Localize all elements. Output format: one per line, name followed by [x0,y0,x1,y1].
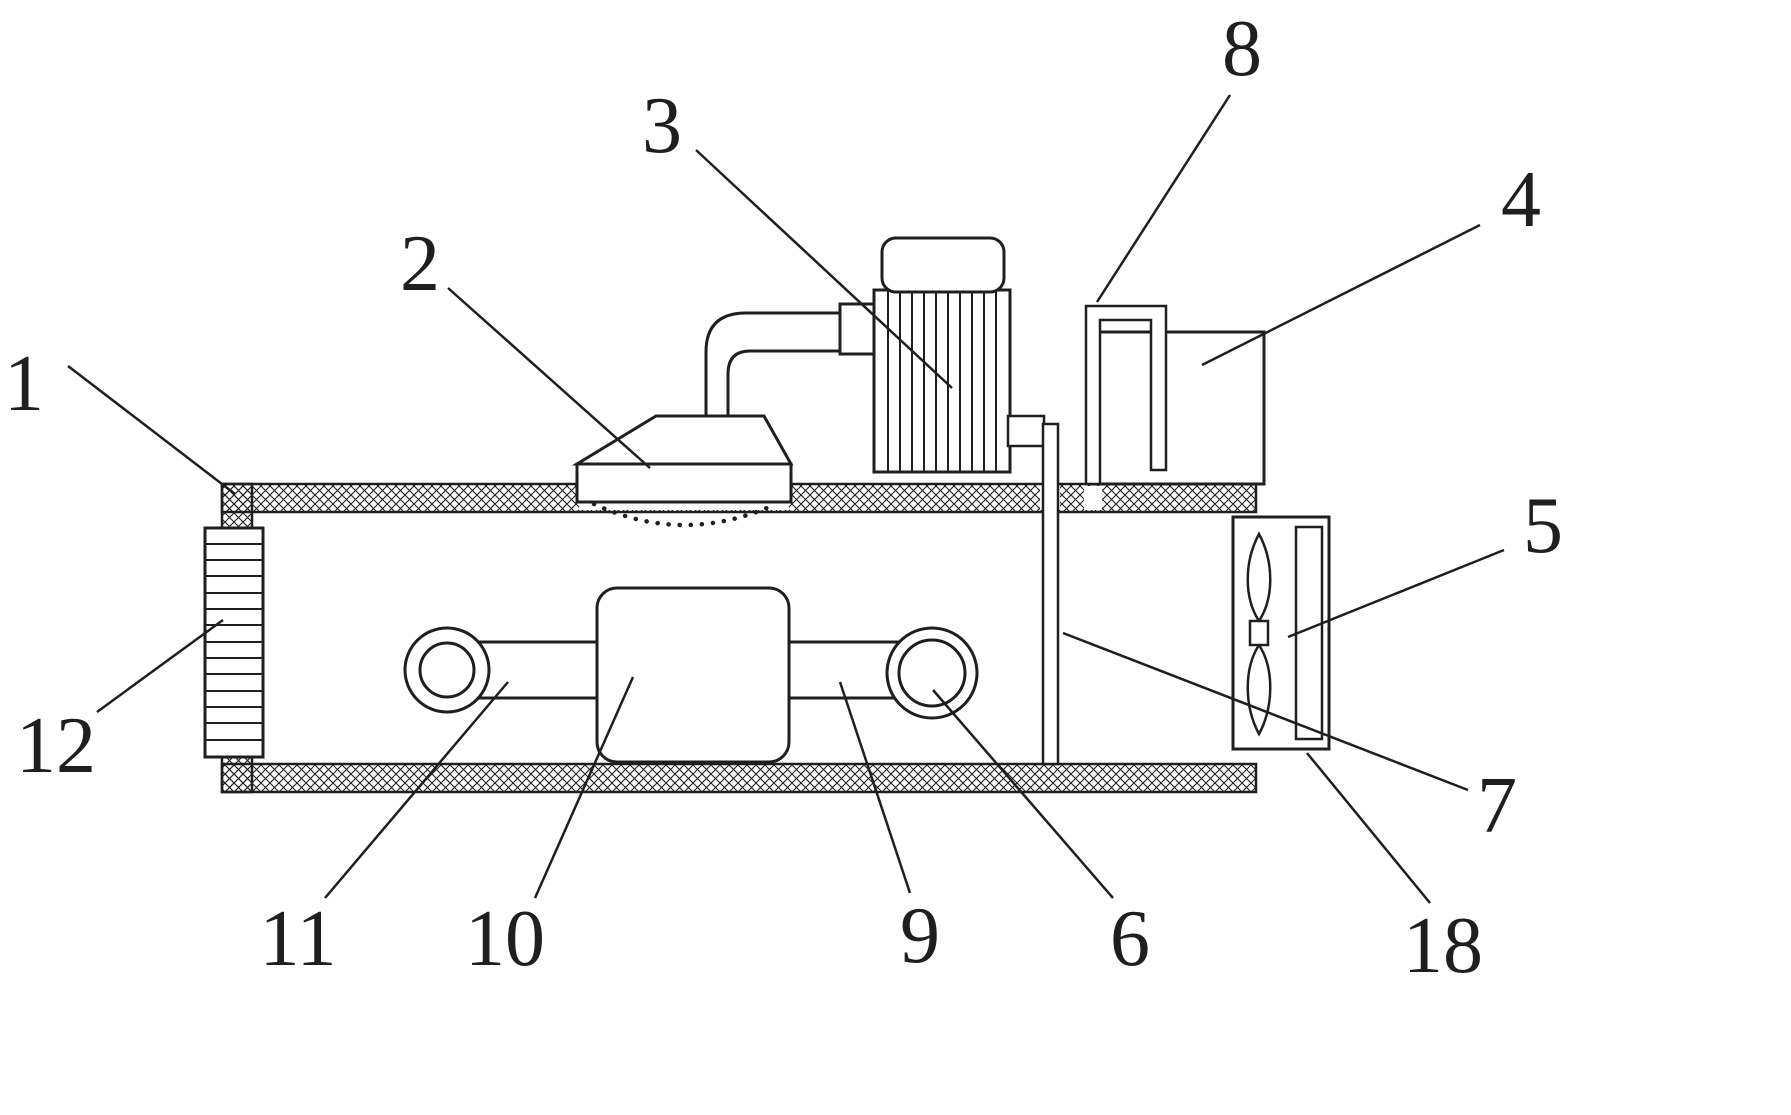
right-tank [1092,330,1266,486]
leader-line-4 [1201,223,1481,367]
part-label-2: 2 [400,220,440,308]
grille-slats [206,543,262,741]
motor-outlet-fitting [1006,414,1046,448]
leader-line-9 [838,681,912,894]
spray-head-base [575,462,793,504]
motor-fins [887,291,997,471]
leader-line-8 [1095,94,1232,303]
overflow-pipe [1084,304,1168,486]
leader-line-5 [1287,548,1505,639]
fan-unit [1231,515,1331,751]
tank-assembly [1084,304,1266,486]
part-label-10: 10 [465,895,545,983]
bottom-wall-hatched [220,762,1258,794]
part-label-9: 9 [900,892,940,980]
part-label-5: 5 [1523,482,1563,570]
leader-line-6 [932,689,1114,899]
vertical-drain-pipe [1041,422,1060,766]
leader-line-1 [67,365,236,495]
spray-head-assembly [571,302,880,528]
fan-hub [1248,619,1270,647]
left-grille [203,526,265,759]
left-ring-inner [418,641,476,699]
inner-assembly [403,586,979,764]
leader-line-10 [533,676,635,899]
leader-line-7 [1062,631,1469,792]
pipe-flange [838,302,880,356]
part-labels: 1 2 3 4 5 6 7 8 9 10 11 12 18 [4,5,1563,990]
part-label-1: 1 [4,340,44,428]
part-label-8: 8 [1222,5,1262,93]
leader-line-2 [447,287,651,469]
center-block [595,586,791,764]
part-label-4: 4 [1501,156,1541,244]
leader-line-3 [695,149,953,389]
motor-cap [880,236,1006,294]
leader-line-12 [96,618,224,714]
right-coupling-inner [897,638,967,708]
part-label-18: 18 [1403,902,1483,990]
motor-body [872,288,1012,474]
leader-line-18 [1306,752,1431,904]
part-label-11: 11 [259,895,336,983]
leader-lines [67,94,1505,904]
part-label-7: 7 [1477,762,1517,850]
part-label-12: 12 [16,702,96,790]
spray-head-body [571,414,794,466]
wall-gap-overflow-pipe [1084,486,1102,510]
motor [872,236,1046,474]
spray-holes-arc [591,501,779,528]
spray-pipe-inner [726,349,840,418]
leader-line-11 [324,681,509,899]
part-label-3: 3 [642,82,682,170]
part-label-6: 6 [1110,895,1150,983]
